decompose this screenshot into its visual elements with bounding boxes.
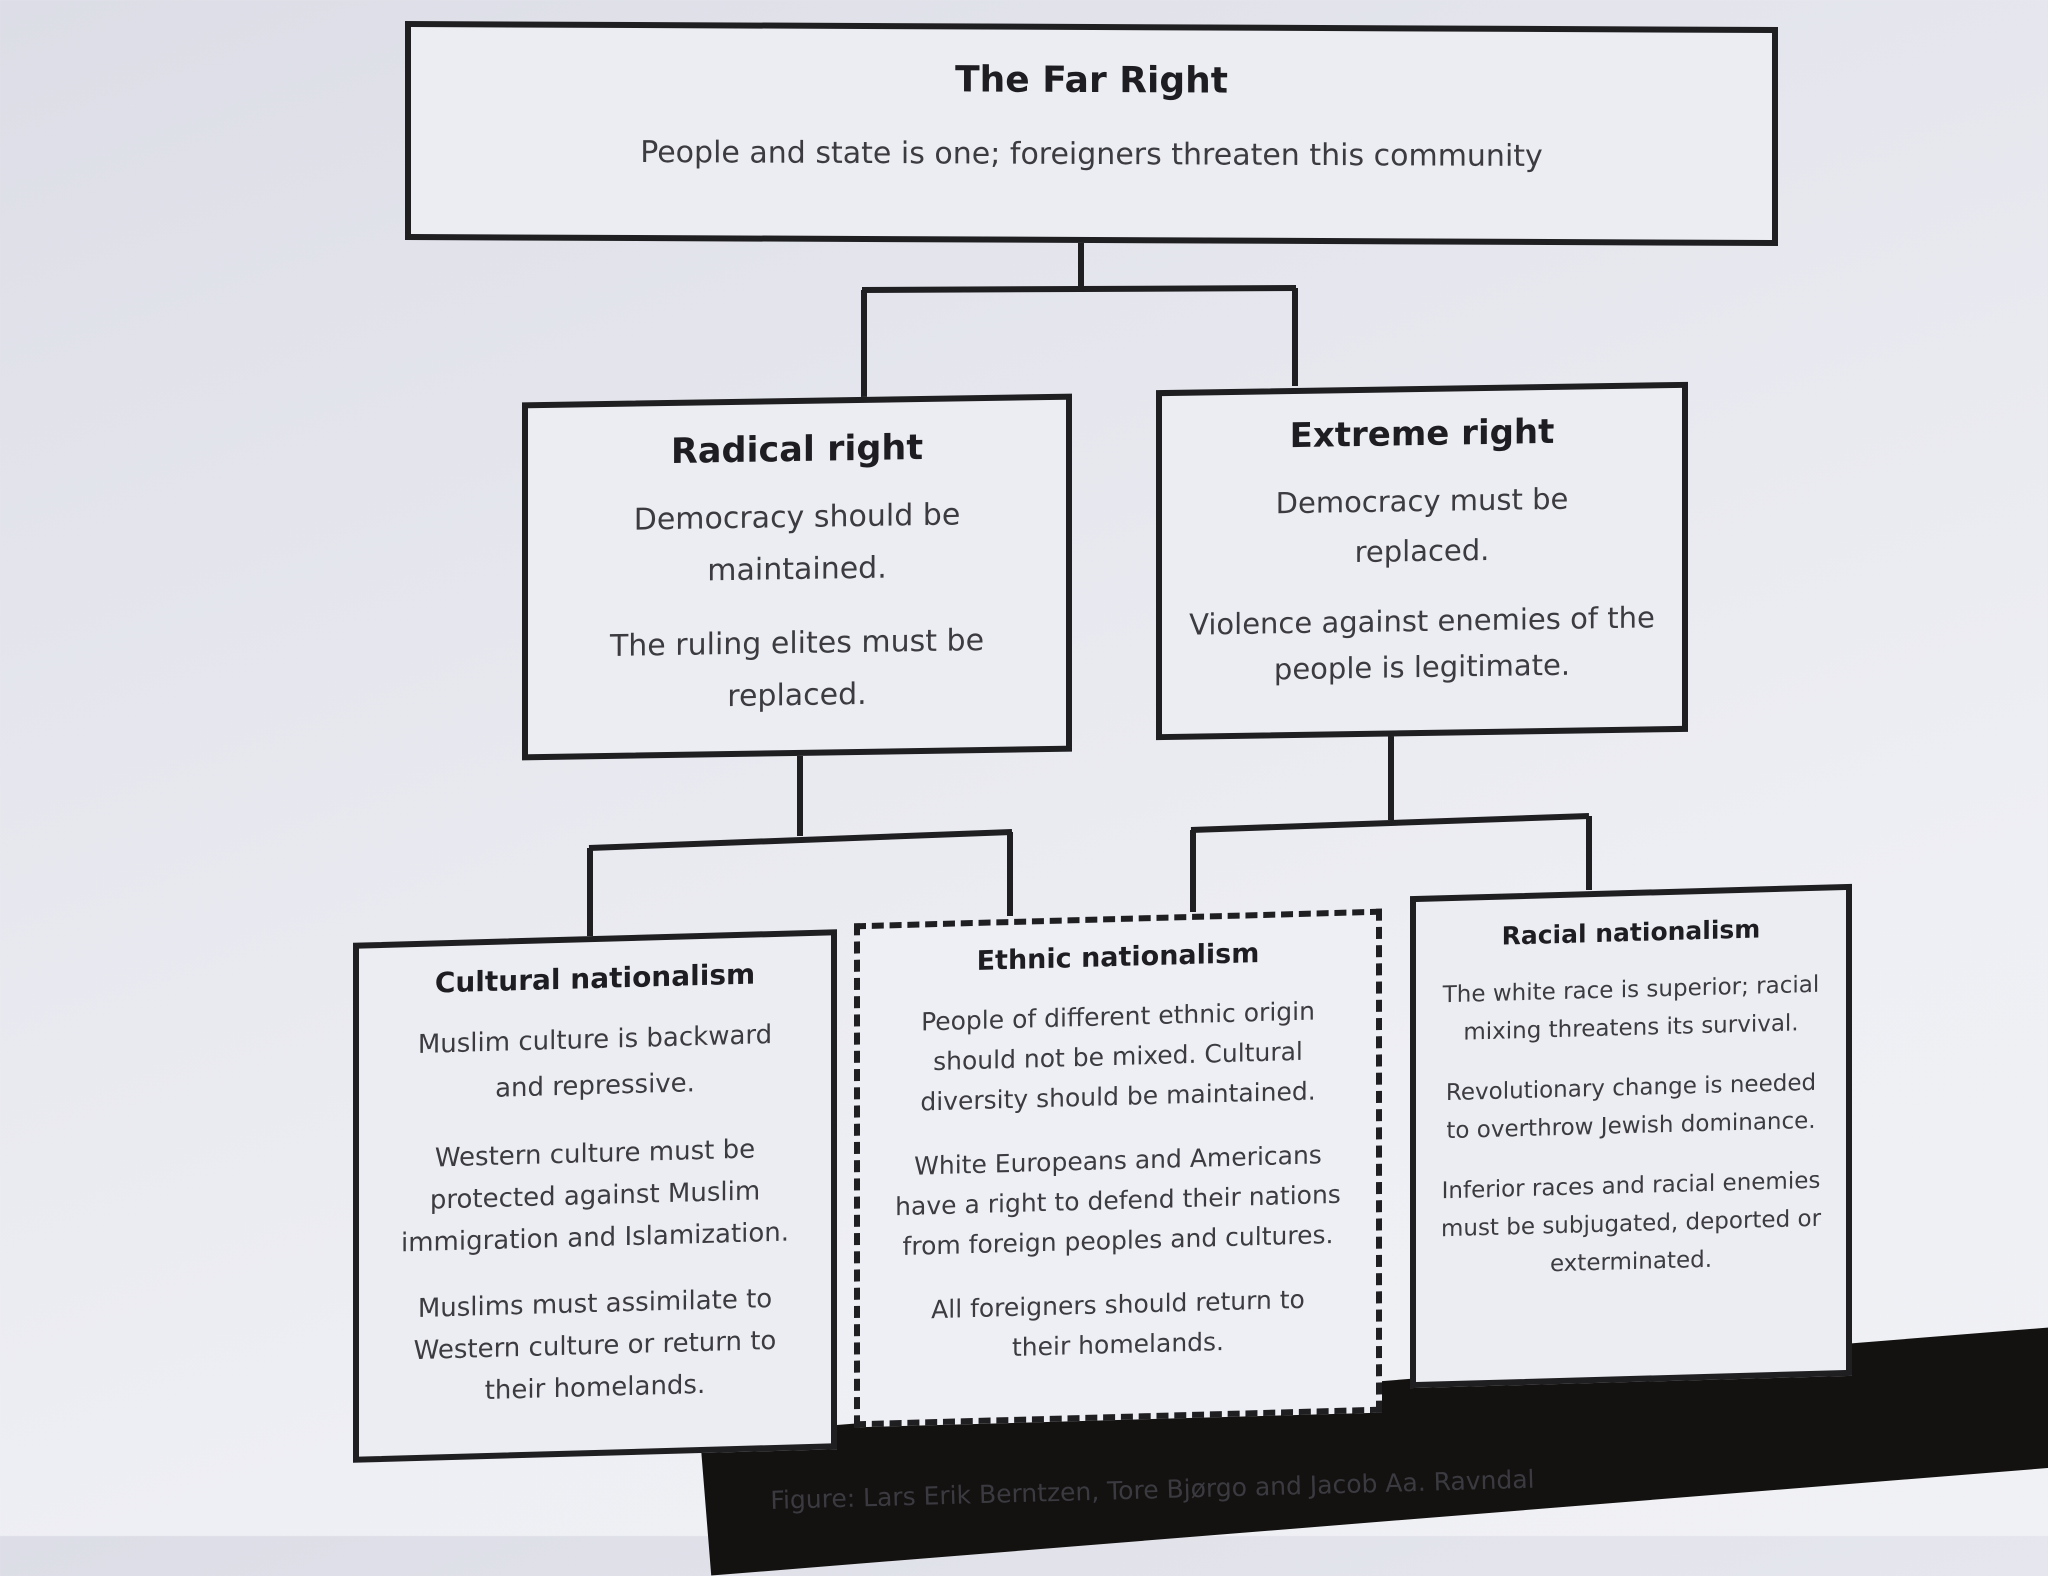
branch-box-extreme-right: Extreme right Democracy must be replaced…	[1156, 381, 1688, 741]
branch-title: Radical right	[670, 428, 924, 472]
root-title: The Far Right	[955, 59, 1228, 102]
leaf-paragraph: Revolutionary change is needed to overth…	[1445, 1069, 1817, 1145]
branch-paragraph: Democracy must be replaced.	[1275, 481, 1569, 570]
leaf-paragraph: Inferior races and racial enemies must b…	[1440, 1167, 1822, 1278]
branch-paragraph: The ruling elites must be replaced.	[609, 623, 985, 715]
leaf-title: Ethnic nationalism	[976, 938, 1260, 977]
connector-root-bar	[861, 285, 1297, 293]
connector-lines	[587, 243, 1592, 936]
leaf-paragraph: Western culture must be protected agains…	[400, 1134, 790, 1259]
leaf-box-ethnic-nationalism: Ethnic nationalism People of different e…	[854, 908, 1382, 1428]
connector-extreme-bar	[1190, 813, 1590, 833]
leaf-box-cultural-nationalism: Cultural nationalism Muslim culture is b…	[353, 929, 837, 1463]
leaf-paragraph: Muslims must assimilate to Western cultu…	[413, 1284, 777, 1407]
leaf-paragraph: Muslim culture is backward and repressiv…	[417, 1020, 773, 1104]
root-box-far-right: The Far Right People and state is one; f…	[405, 21, 1778, 246]
branch-box-radical-right: Radical right Democracy should be mainta…	[522, 393, 1072, 761]
root-text: People and state is one; foreigners thre…	[640, 135, 1543, 174]
connector-radical-bar	[588, 829, 1013, 851]
leaf-paragraph: People of different ethnic origin should…	[920, 996, 1316, 1117]
leaf-paragraph: White Europeans and Americans have a rig…	[895, 1140, 1341, 1262]
leaf-title: Racial nationalism	[1501, 914, 1761, 951]
branch-paragraph: Violence against enemies of the people i…	[1189, 600, 1655, 687]
branch-title: Extreme right	[1289, 411, 1555, 457]
leaf-box-racial-nationalism: Racial nationalism The white race is sup…	[1410, 883, 1852, 1389]
leaf-title: Cultural nationalism	[434, 957, 756, 1000]
branch-paragraph: Democracy should be maintained.	[633, 497, 961, 589]
diagram-stage: The Far Right People and state is one; f…	[353, 21, 1852, 1515]
leaf-paragraph: All foreigners should return to their ho…	[931, 1284, 1305, 1362]
leaf-paragraph: The white race is superior; racial mixin…	[1442, 971, 1820, 1046]
